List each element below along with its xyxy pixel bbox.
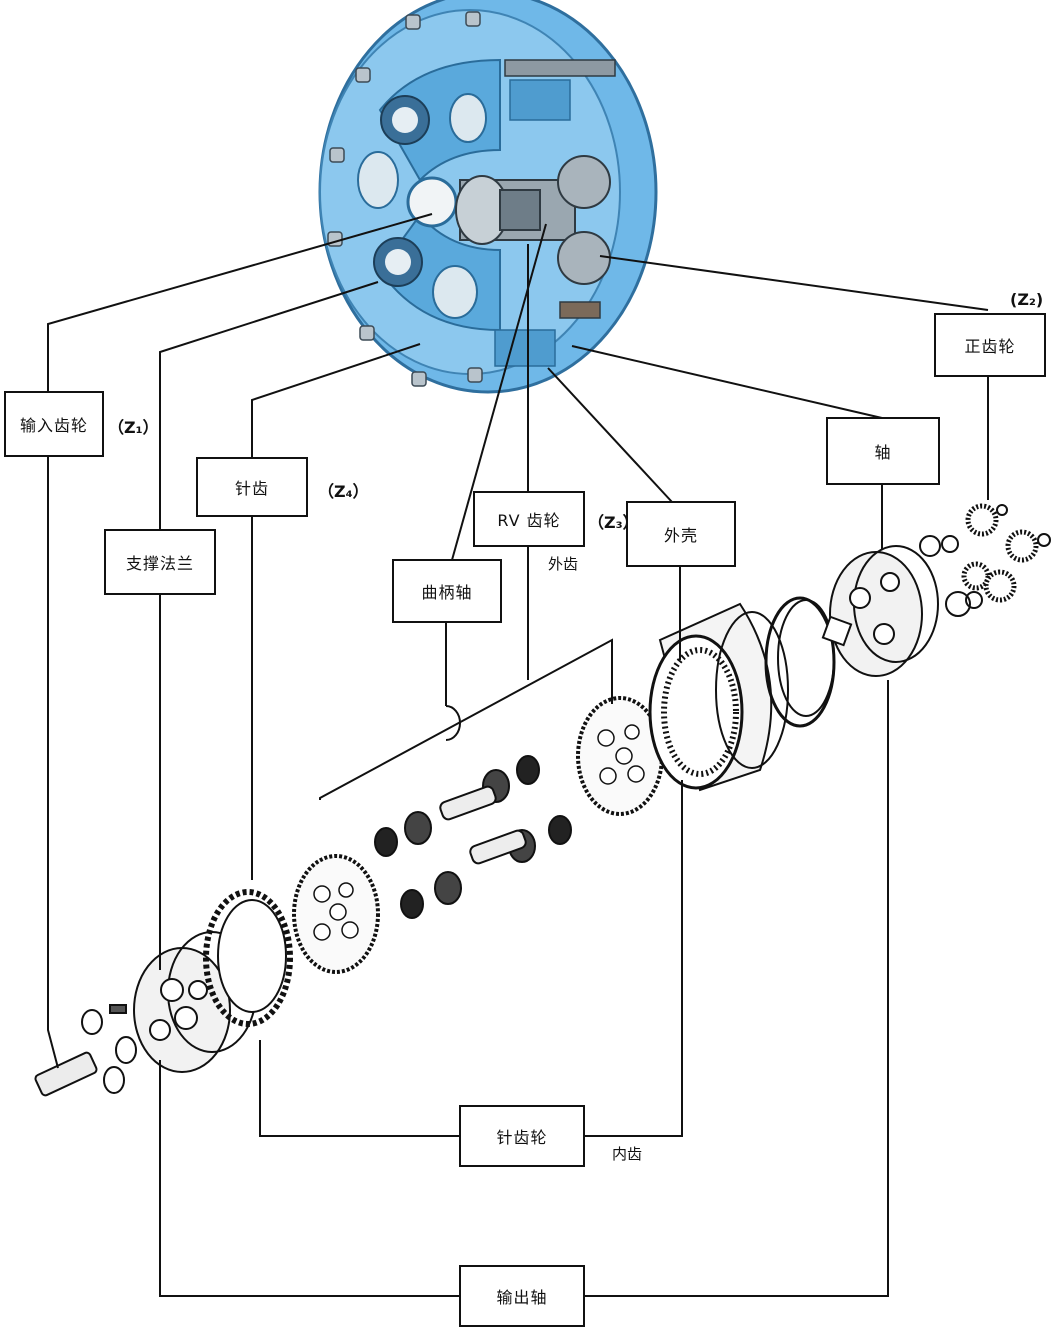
crankshaft-part [374, 755, 572, 919]
label-housing: 外壳 [626, 501, 736, 567]
label-rv-gear: RV 齿轮 [473, 491, 585, 547]
pin-tooth-text: 针齿 [234, 479, 269, 498]
label-support-flange: 支撑法兰 [104, 529, 216, 595]
leader-lines [47, 213, 989, 1297]
label-z3: （Z₃） [588, 513, 639, 532]
rv-gear-text: RV 齿轮 [497, 511, 561, 530]
label-output-shaft: 输出轴 [459, 1265, 585, 1327]
input-gear-text: 输入齿轮 [19, 416, 88, 435]
label-external-teeth: 外齿 [548, 555, 579, 573]
seal-ring-part [764, 596, 836, 728]
support-flange-text: 支撑法兰 [125, 554, 194, 573]
label-pin-tooth: 针齿 [196, 457, 308, 517]
spur-gear-part [919, 503, 1051, 617]
rv-gear-part-1 [292, 854, 380, 974]
rv-reducer-exploded-parts [34, 503, 1051, 1097]
crankshaft-text: 曲柄轴 [421, 583, 473, 602]
label-crankshaft: 曲柄轴 [392, 559, 502, 623]
label-pin-gear: 针齿轮 [459, 1105, 585, 1167]
rv-reducer-cutaway [318, 0, 658, 394]
label-internal-teeth: 内齿 [612, 1145, 643, 1163]
shaft-text: 轴 [874, 443, 892, 462]
label-spur-gear: 正齿轮 [934, 313, 1046, 377]
housing-part [648, 602, 789, 792]
output-shaft-text: 输出轴 [496, 1288, 548, 1307]
label-z4: （Z₄） [318, 482, 369, 501]
pin-tooth-ring-part [203, 889, 293, 1027]
housing-text: 外壳 [663, 526, 698, 545]
spur-gear-text: 正齿轮 [964, 337, 1016, 356]
input-gear-part [34, 1004, 137, 1097]
output-flange-part [821, 545, 939, 677]
pin-gear-text: 针齿轮 [496, 1128, 548, 1147]
label-z2: (Z₂) [1010, 290, 1044, 309]
label-shaft: 轴 [826, 417, 940, 485]
label-z1: （Z₁） [108, 418, 159, 437]
label-input-gear: 输入齿轮 [4, 391, 104, 457]
